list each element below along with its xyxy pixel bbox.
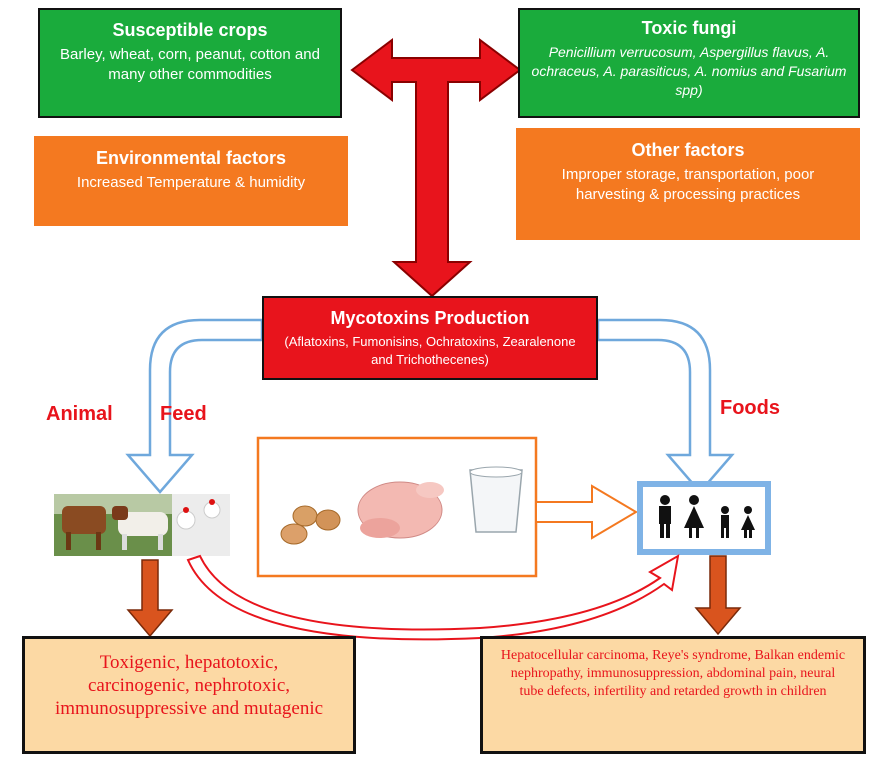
animals-to-people-curved-arrow bbox=[186, 554, 680, 641]
environmental-factors-box: Environmental factors Increased Temperat… bbox=[34, 136, 348, 226]
susceptible-crops-body: Barley, wheat, corn, peanut, cotton and … bbox=[60, 46, 320, 83]
right-blue-arrow bbox=[596, 318, 735, 494]
animal-label: Animal bbox=[46, 403, 113, 425]
people-icon-box bbox=[637, 481, 771, 555]
eggs-image bbox=[280, 505, 341, 545]
red-t-arrow bbox=[350, 38, 522, 298]
foods-label: Foods bbox=[720, 397, 780, 419]
feed-label: Feed bbox=[160, 403, 207, 425]
susceptible-crops-title: Susceptible crops bbox=[112, 20, 268, 40]
milk-glass-image bbox=[469, 466, 523, 533]
mycotoxins-production-box: Mycotoxins Production (Aflatoxins, Fumon… bbox=[262, 296, 598, 380]
chicken-image bbox=[357, 481, 444, 539]
animal-effects-box: Toxigenic, hepatotoxic, carcinogenic, ne… bbox=[22, 636, 356, 754]
toxic-fungi-box: Toxic fungi Penicillium verrucosum, Aspe… bbox=[518, 8, 860, 118]
left-blue-arrow bbox=[125, 318, 264, 494]
toxic-fungi-title: Toxic fungi bbox=[641, 18, 737, 38]
other-factors-title: Other factors bbox=[631, 140, 745, 160]
other-factors-body: Improper storage, transportation, poor h… bbox=[561, 166, 815, 203]
human-effects-down-arrow bbox=[694, 555, 742, 636]
farm-animals-image bbox=[54, 494, 230, 556]
toxic-fungi-body: Penicillium verrucosum, Aspergillus flav… bbox=[531, 44, 847, 98]
human-effects-box: Hepatocellular carcinoma, Reye's syndrom… bbox=[480, 636, 866, 754]
animal-effects-text: Toxigenic, hepatotoxic, carcinogenic, ne… bbox=[54, 652, 324, 719]
susceptible-crops-box: Susceptible crops Barley, wheat, corn, p… bbox=[38, 8, 342, 118]
animal-effects-down-arrow bbox=[126, 559, 174, 638]
mycotoxins-production-title: Mycotoxins Production bbox=[330, 308, 530, 328]
environmental-factors-title: Environmental factors bbox=[95, 148, 287, 168]
other-factors-box: Other factors Improper storage, transpor… bbox=[516, 128, 860, 240]
mycotoxins-production-body: (Aflatoxins, Fumonisins, Ochratoxins, Ze… bbox=[284, 334, 576, 367]
human-effects-text: Hepatocellular carcinoma, Reye's syndrom… bbox=[500, 648, 846, 699]
environmental-factors-body: Increased Temperature & humidity bbox=[76, 174, 306, 191]
products-to-people-arrow bbox=[535, 484, 638, 540]
